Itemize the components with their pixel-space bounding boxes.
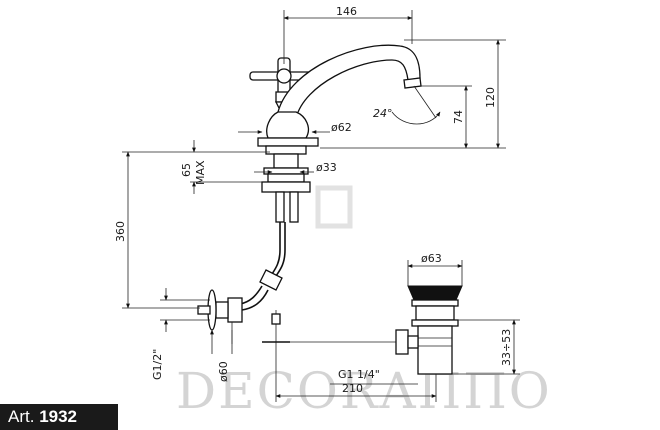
- dim-spout-height: 74: [452, 110, 465, 124]
- dim-height-total: 120: [484, 87, 497, 108]
- dim-deck-max: 65: [180, 163, 193, 177]
- faucet-body: [197, 44, 422, 331]
- angle-valve: [197, 289, 243, 331]
- watermark-text: DECORAΠΠO: [176, 362, 552, 420]
- waste-cap: [407, 285, 463, 301]
- dim-spout-angle: 24°: [373, 107, 393, 120]
- dim-base-diameter: ø62: [331, 121, 352, 134]
- shank: [273, 153, 299, 169]
- dim-waste-diameter: ø63: [421, 252, 442, 265]
- dim-deck-max-unit: MAX: [194, 160, 207, 185]
- popup-waste: [395, 285, 463, 375]
- watermark-logo-mark: [315, 185, 353, 229]
- spout: [277, 44, 421, 119]
- article-prefix: Art.: [8, 407, 35, 426]
- dim-shank-diameter: ø33: [316, 161, 337, 174]
- watermark: DECORAΠΠO: [176, 185, 552, 420]
- dim-waste-range: 33÷53: [500, 329, 513, 366]
- base-flange: [257, 137, 319, 147]
- supply-hose: [271, 222, 281, 275]
- dim-supply-length: 360: [114, 221, 127, 242]
- article-label: Art. 1932: [0, 404, 118, 430]
- dim-inlet-thread: G1/2": [151, 349, 164, 380]
- dim-rosette-diameter: ø60: [217, 361, 230, 382]
- dim-top-width: 146: [336, 5, 357, 18]
- dim-waste-thread: G1 1/4": [338, 368, 380, 381]
- aerator: [403, 77, 422, 89]
- hose-connector: [259, 269, 283, 291]
- article-number: 1932: [39, 407, 78, 426]
- dim-rod-length: 210: [342, 382, 363, 395]
- mounting-nut: [261, 181, 311, 193]
- waste-body: [417, 325, 453, 375]
- popup-rod: [262, 310, 398, 360]
- faucet-base-body: [266, 111, 310, 139]
